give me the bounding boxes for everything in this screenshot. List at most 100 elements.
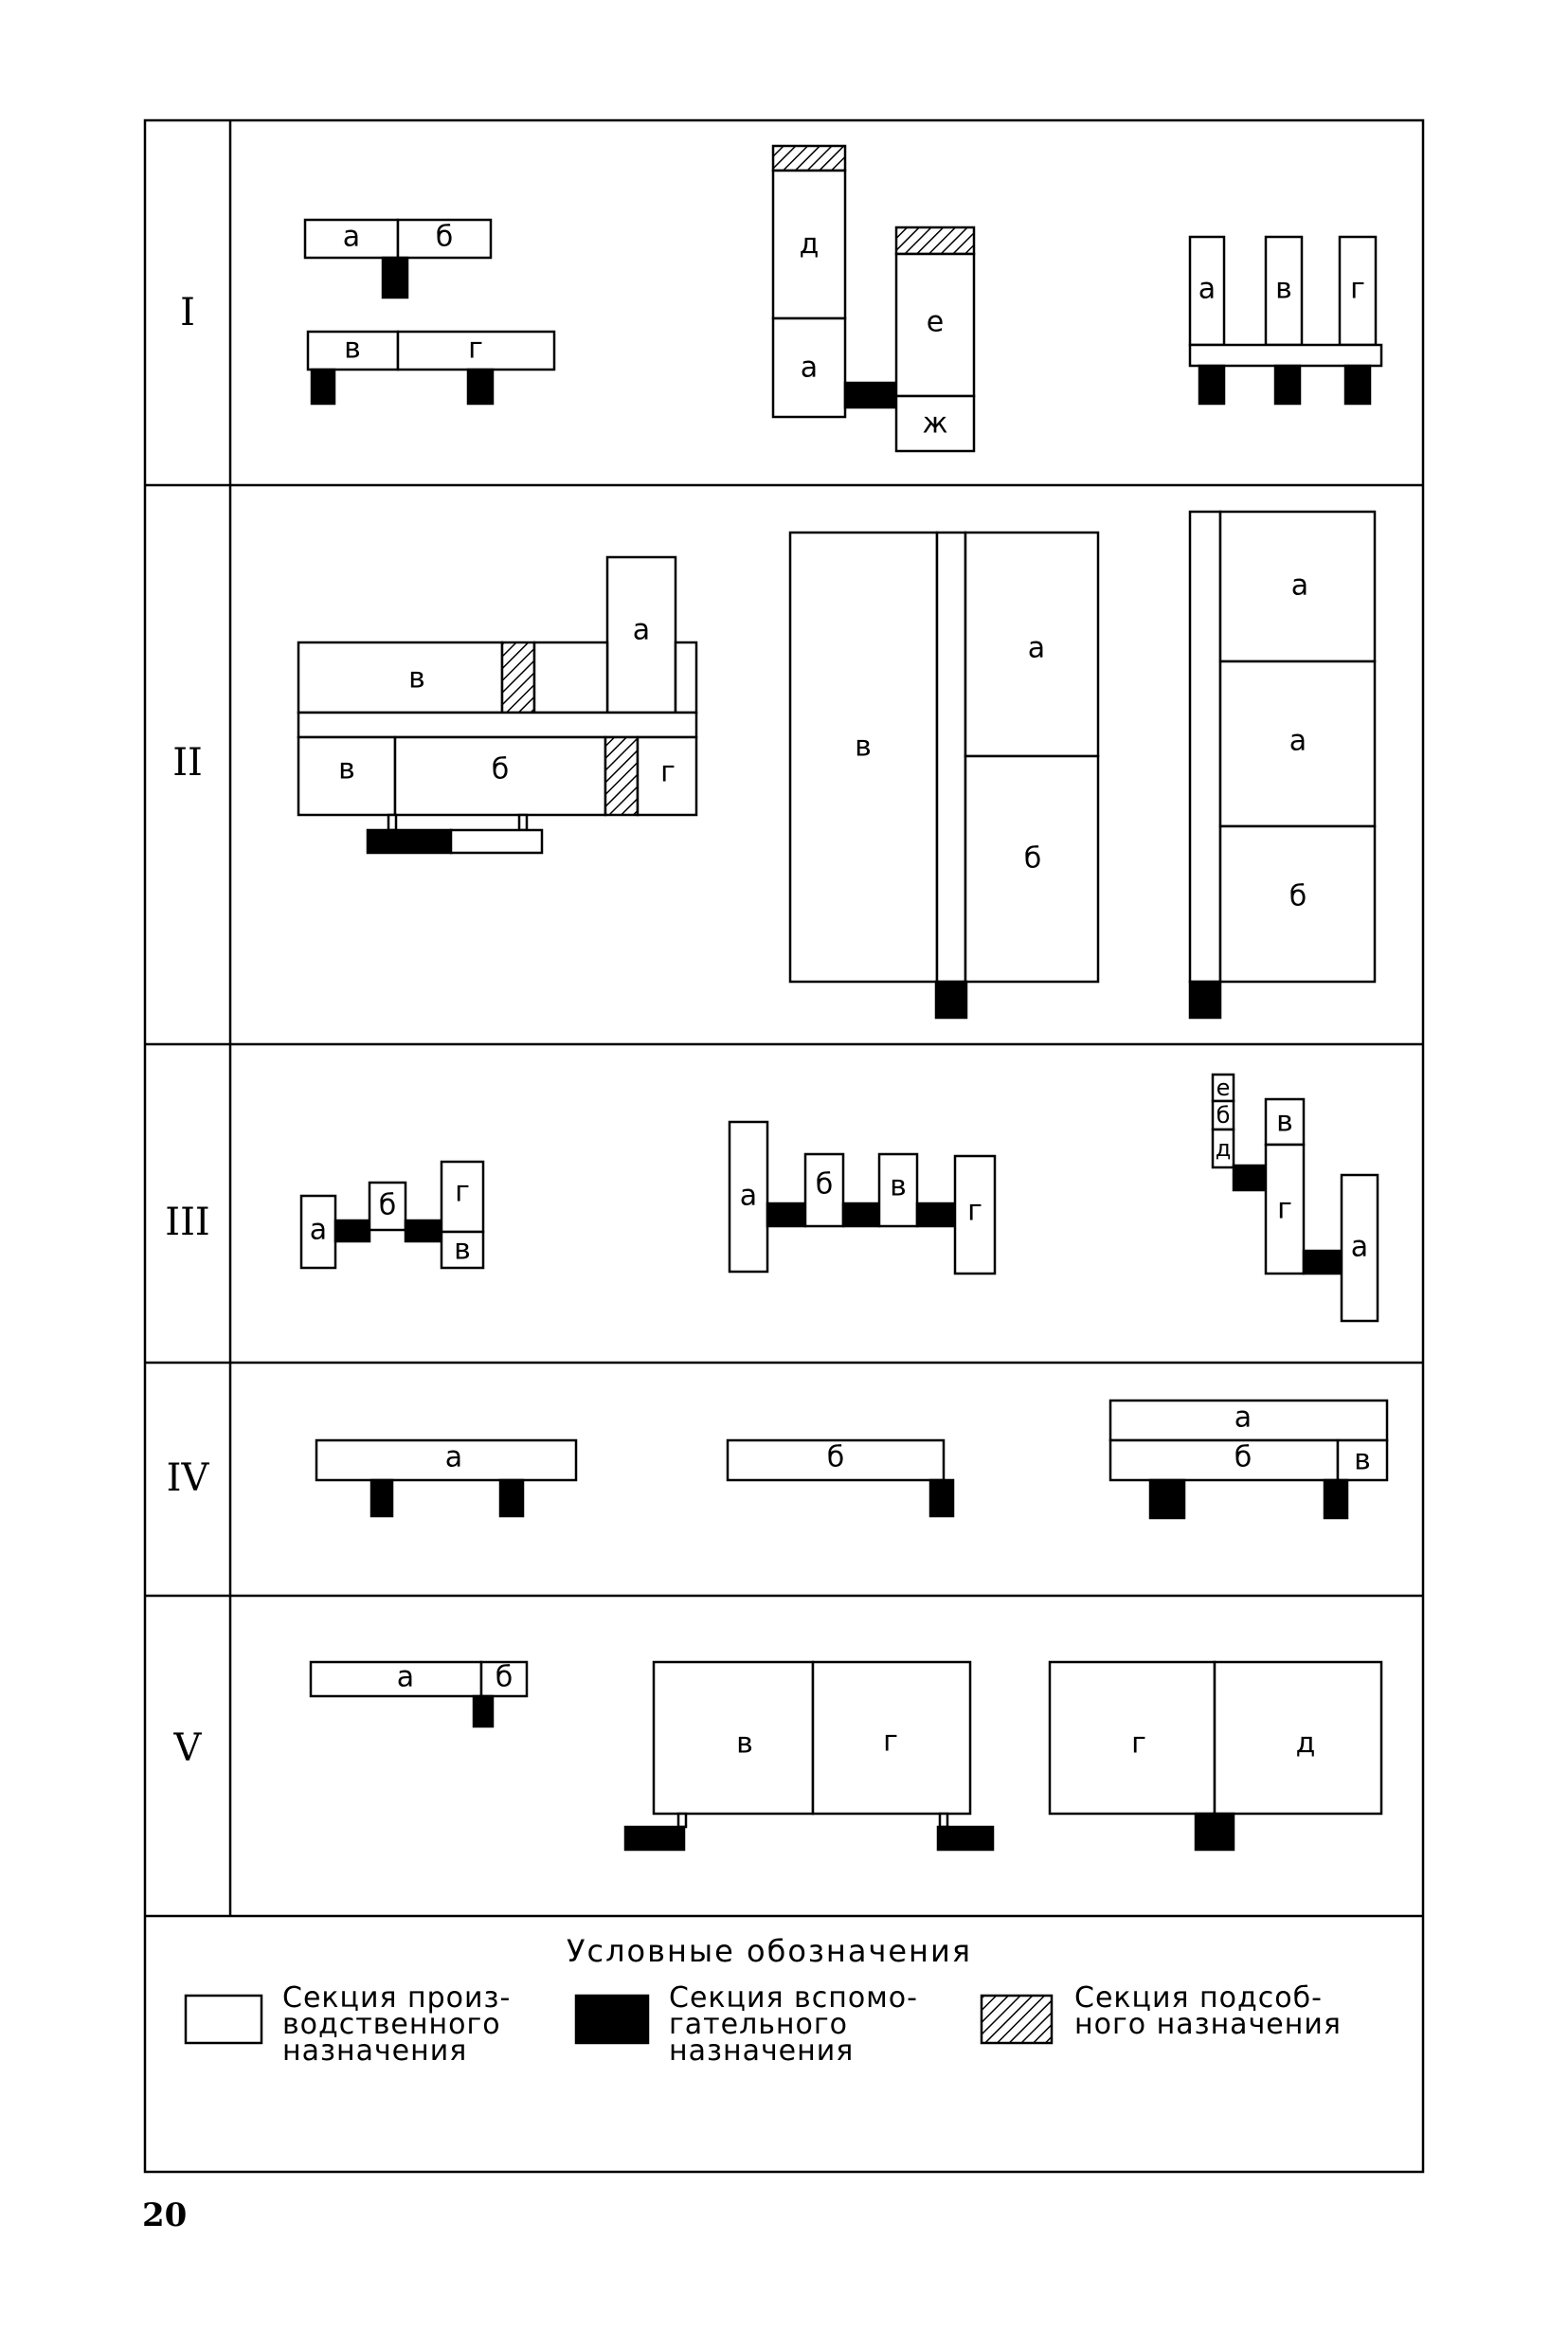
section-label: е — [1217, 1075, 1231, 1101]
utility-section — [604, 735, 640, 817]
layout-plan: в г — [623, 1660, 995, 1852]
auxiliary-section — [1194, 1812, 1235, 1852]
section-label: а — [1199, 273, 1216, 306]
section-label: б — [1289, 880, 1307, 913]
section-label: б — [379, 1189, 397, 1222]
layout-plan: а б в г — [303, 218, 556, 406]
production-section — [1213, 1660, 1383, 1816]
production-section — [368, 1181, 407, 1232]
layout-plan: д а е ж — [771, 144, 976, 453]
auxiliary-section — [1273, 364, 1302, 406]
section-label: д — [800, 228, 820, 262]
production-section — [877, 1152, 919, 1228]
production-section — [964, 754, 1100, 984]
auxiliary-section — [466, 368, 495, 406]
layout-plan: а в г — [1188, 235, 1383, 406]
row-label: I — [180, 291, 195, 334]
production-section — [532, 641, 609, 714]
table-frame — [143, 118, 1425, 2174]
production-section — [297, 641, 504, 714]
section-label: в — [454, 1234, 471, 1267]
connector — [676, 1812, 688, 1829]
legend-title: Условные обозначения — [567, 1933, 972, 1969]
production-section — [953, 1154, 997, 1275]
auxiliary-section — [1198, 364, 1226, 406]
production-section — [306, 330, 400, 371]
production-section — [803, 1152, 845, 1228]
auxiliary-section — [1232, 1164, 1268, 1192]
layout-plan: а а б — [1188, 510, 1377, 1020]
auxiliary-section — [623, 1825, 686, 1852]
section-label: в — [408, 662, 425, 696]
legend-swatch-auxiliary — [574, 1994, 650, 2045]
section-label: г — [455, 1176, 470, 1209]
production-section — [1108, 1438, 1340, 1482]
production-section — [315, 1438, 578, 1482]
production-section — [1264, 1143, 1306, 1275]
auxiliary-section — [498, 1478, 525, 1518]
section-label: г — [1131, 1727, 1146, 1761]
section-label: б — [496, 1661, 514, 1694]
production-section — [605, 555, 677, 714]
auxiliary-section — [936, 1825, 995, 1852]
legend: Условные обозначения Секция произ- водст… — [184, 1933, 1342, 2068]
row-label: III — [165, 1201, 209, 1244]
section-label: а — [801, 352, 818, 385]
layout-plan: а в в б г — [297, 555, 698, 855]
row-label: II — [172, 741, 203, 785]
layout-plan: б — [726, 1438, 955, 1518]
utility-section — [894, 226, 976, 256]
connector — [938, 1812, 949, 1829]
connector — [387, 813, 398, 832]
legend-text: ного назначения — [1074, 2008, 1342, 2041]
section-label: б — [827, 1441, 845, 1474]
page-number: 20 — [142, 2196, 188, 2234]
section-label: в — [855, 731, 872, 764]
auxiliary-section — [472, 1694, 495, 1728]
layout-plan: в а б — [788, 531, 1100, 1020]
section-label: е — [927, 306, 944, 339]
legend-swatch-production — [184, 1994, 263, 2045]
auxiliary-section — [1302, 1249, 1343, 1275]
legend-text: Секция вспомо- — [669, 1981, 918, 2015]
layout-plan: г д — [1048, 1660, 1383, 1852]
legend-text: водственного — [282, 2008, 501, 2041]
production-section — [1048, 1660, 1217, 1816]
section-label: в — [1275, 273, 1292, 306]
auxiliary-section — [841, 1202, 881, 1228]
legend-text: гательного — [669, 2008, 848, 2041]
row-label: V — [173, 1726, 203, 1770]
production-section — [1340, 1173, 1379, 1323]
auxiliary-section — [1343, 364, 1372, 406]
section-label: в — [1354, 1444, 1371, 1477]
production-section — [297, 711, 698, 739]
section-label: а — [1351, 1231, 1368, 1264]
auxiliary-section — [1148, 1478, 1186, 1520]
auxiliary-section — [934, 980, 968, 1020]
section-label: г — [1350, 273, 1365, 306]
production-section — [811, 1660, 972, 1816]
auxiliary-section — [404, 1219, 443, 1243]
utility-section — [771, 144, 847, 172]
production-section — [674, 641, 698, 714]
section-label: а — [445, 1441, 462, 1474]
auxiliary-section — [1188, 980, 1222, 1020]
layout-plan: а б в г — [728, 1120, 997, 1275]
section-label: д — [1296, 1727, 1316, 1761]
section-label: а — [1289, 725, 1307, 758]
production-section — [964, 531, 1100, 758]
section-label: а — [343, 221, 360, 254]
production-section — [1188, 510, 1222, 984]
section-label: б — [816, 1168, 834, 1202]
auxiliary-section — [381, 256, 409, 299]
section-label: б — [1235, 1441, 1253, 1474]
production-section — [479, 1660, 529, 1698]
section-label: г — [468, 333, 483, 366]
auxiliary-section — [333, 1219, 371, 1243]
section-label: б — [1024, 842, 1042, 876]
section-label: в — [890, 1170, 907, 1203]
production-section — [1188, 235, 1226, 347]
section-label: а — [310, 1214, 327, 1247]
production-section — [297, 735, 397, 817]
production-section — [771, 316, 847, 419]
